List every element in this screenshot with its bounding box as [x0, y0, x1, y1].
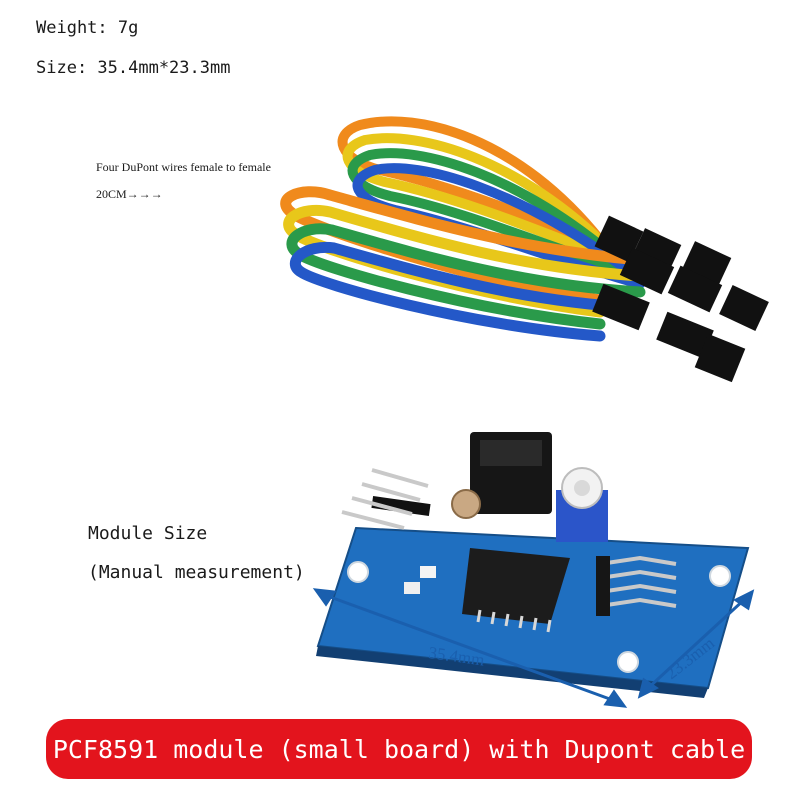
pcf8591-board-icon [316, 432, 750, 698]
weight-text: Weight: 7g [36, 18, 139, 38]
manual-measurement-label: (Manual measurement) [88, 562, 305, 583]
dupont-cable-icon [280, 116, 646, 342]
size-text: Size: 35.4mm*23.3mm [36, 58, 231, 78]
module-size-label: Module Size [88, 523, 208, 544]
product-banner: PCF8591 module (small board) with Dupont… [46, 719, 752, 779]
wires-length: 20CM→→→ [96, 187, 163, 201]
wires-description: Four DuPont wires female to female [96, 160, 271, 174]
dupont-connectors [592, 215, 769, 383]
dimension-arrow-icon [312, 588, 755, 708]
banner-text: PCF8591 module (small board) with Dupont… [52, 734, 746, 764]
